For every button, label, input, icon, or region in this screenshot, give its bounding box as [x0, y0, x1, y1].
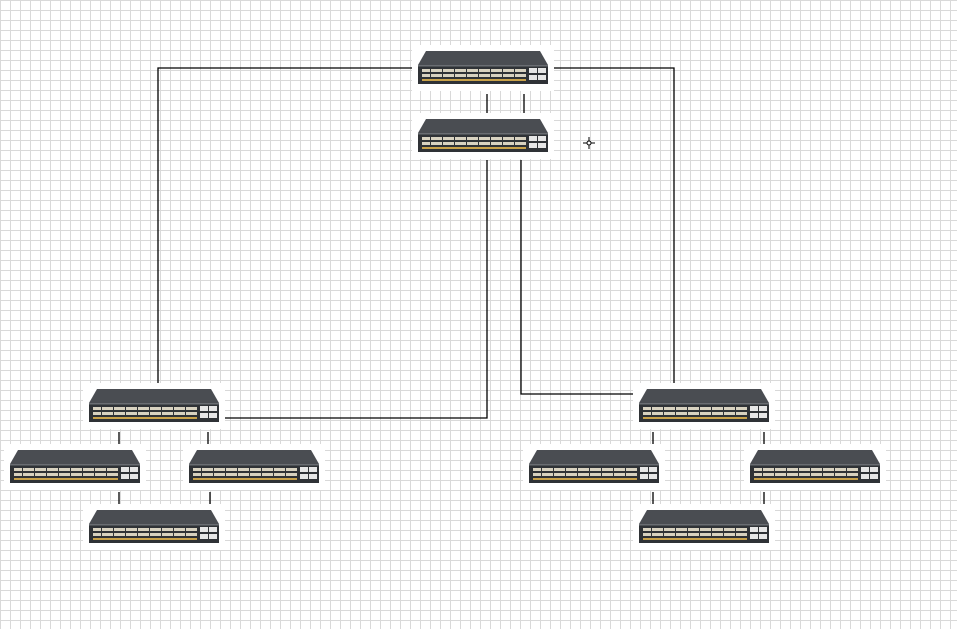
core-switch-1[interactable]: [412, 45, 554, 91]
link-core1-left: [158, 68, 418, 388]
left-switch-mid-left[interactable]: [4, 444, 146, 490]
core-switch-2[interactable]: [412, 113, 554, 159]
right-switch-mid-left[interactable]: [523, 444, 665, 490]
crosshair-cursor-icon: [583, 137, 595, 149]
link-core1-right: [548, 68, 674, 388]
link-core2-right: [521, 160, 640, 394]
left-switch-mid-right[interactable]: [183, 444, 325, 490]
link-core2-left: [222, 160, 487, 418]
right-switch-top[interactable]: [633, 383, 775, 429]
right-switch-bottom[interactable]: [633, 504, 775, 550]
left-switch-bottom[interactable]: [83, 504, 225, 550]
left-switch-top[interactable]: [83, 383, 225, 429]
right-switch-mid-right[interactable]: [744, 444, 886, 490]
